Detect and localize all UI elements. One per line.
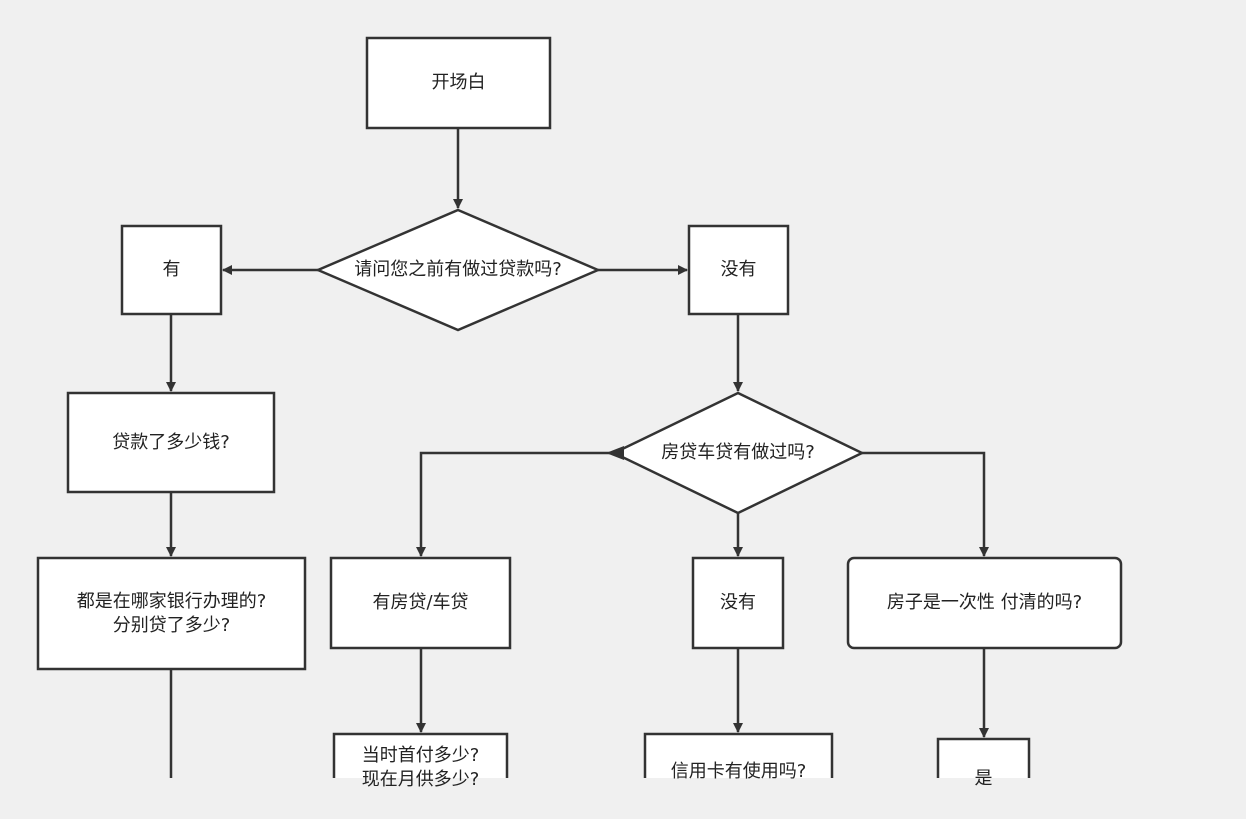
label-down-payment: 当时首付多少? 现在月供多少? (334, 734, 507, 794)
label-q-loan: 请问您之前有做过贷款吗? (354, 259, 562, 280)
label-q-credit-card: 信用卡有使用吗? (670, 761, 807, 782)
node-down-payment[interactable] (332, 732, 509, 778)
node-partial-bottom[interactable] (936, 737, 1031, 778)
label-yes: 有 (162, 259, 181, 280)
node-banks[interactable] (36, 556, 307, 671)
node-has-house-car[interactable] (329, 556, 512, 650)
label-down-payment-line2: 现在月供多少? (361, 769, 480, 790)
edge-tail-marker (606, 446, 624, 460)
node-loan-amount[interactable] (66, 391, 276, 494)
node-start[interactable] (365, 36, 552, 130)
label-no2: 没有 (720, 592, 756, 613)
label-q-paid-full: 房子是一次性 付清的吗? (886, 592, 1083, 613)
label-has-house-car: 有房贷/车贷 (372, 592, 469, 613)
label-start: 开场白 (431, 72, 486, 93)
label-q-house-car: 房贷车贷有做过吗? (661, 442, 815, 463)
label-down-payment-line1: 当时首付多少? (361, 745, 480, 766)
edge-q-house-car-to-has-house-car (416, 451, 614, 557)
label-partial-bottom: 是 (974, 768, 993, 789)
label-banks-line1: 都是在哪家银行办理的? (76, 590, 267, 612)
node-q-credit-card[interactable] (643, 732, 834, 778)
label-loan-amount: 贷款了多少钱? (112, 431, 230, 453)
edge-q-house-car-to-q-paid-full (862, 451, 989, 557)
node-no[interactable] (687, 224, 790, 316)
flowchart-canvas: 开场白 请问您之前有做过贷款吗? 有 没有 贷款了多少钱? 都是在哪家银行办理的… (36, 36, 1123, 790)
label-no: 没有 (720, 259, 757, 280)
label-banks: 都是在哪家银行办理的? 分别贷了多少? (38, 558, 305, 669)
node-q-loan[interactable] (314, 208, 602, 332)
node-no2[interactable] (691, 556, 785, 650)
label-banks-line2: 分别贷了多少? (112, 614, 231, 636)
flowchart-svg (36, 36, 1123, 778)
